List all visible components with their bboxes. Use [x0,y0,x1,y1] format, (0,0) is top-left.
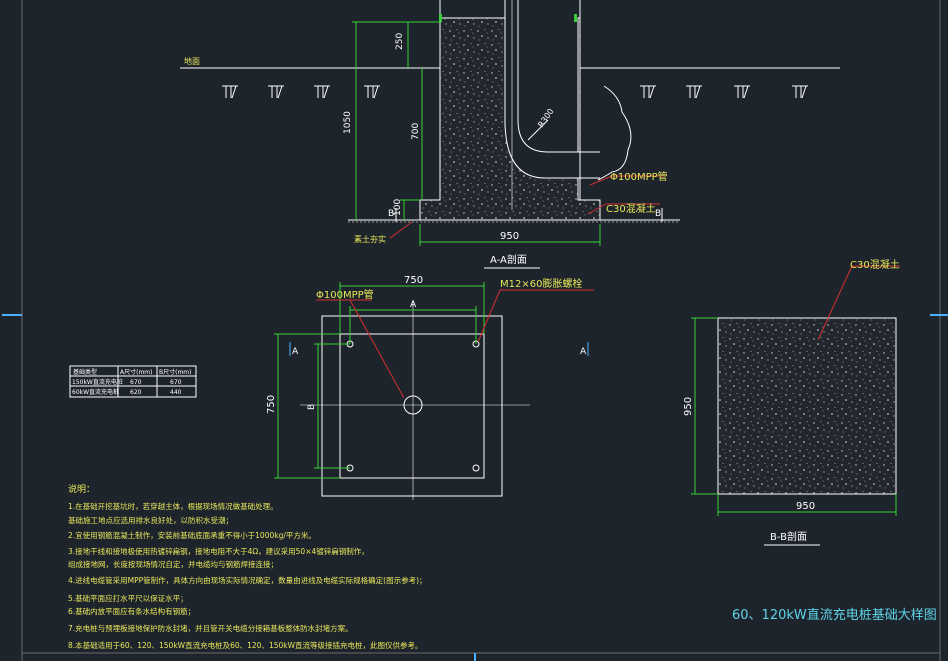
plan-view: 750 A 750 B A A Φ100MPP管 M12×60膨胀螺栓 [266,275,594,500]
section-bb: C30混凝土 950 950 B-B剖面 [683,258,900,546]
note-line: 6.基础内放平面应有条水结构有钢筋； [68,606,195,616]
dim-100: 100 [393,199,403,216]
plan-dim-b: B [307,404,317,410]
note-line: 7.充电桩与预埋板接地保护防水封堵，并且管开关电缆分接箱基板整体防水封堵方案。 [68,623,353,633]
pipe-channel [505,0,600,178]
bolt-hole-icon [472,464,480,472]
table-header: B尺寸(mm) [159,368,192,376]
section-aa: 地面 25 [180,0,840,269]
pipe-label: Φ100MPP管 [610,170,668,183]
table-cell: 670 [130,379,142,386]
table-cell: 620 [130,389,142,396]
section-bb-caption: B-B剖面 [770,530,807,543]
note-line: 基础施工地点应选用排水良好处，以防积水受潮； [68,515,233,525]
plan-dim-a: A [410,300,417,310]
note-line: 组成接地网，长度按现场情况自定，并电缆均与钢筋焊接连接； [68,559,278,569]
section-aa-caption: A-A剖面 [490,253,527,266]
dim-950: 950 [500,231,519,242]
note-line: 8.本基础适用于60、120、150kW直流充电桩及60、120、150kW直流… [68,640,423,650]
concrete-block [717,317,897,495]
plan-pipe-label: Φ100MPP管 [316,288,374,301]
table-cell: 150kW直流充电桩 [72,378,123,386]
size-table: 基础类型 A尺寸(mm) B尺寸(mm) 150kW直流充电桩 670 670 … [69,365,197,398]
table-header: 基础类型 [73,368,97,376]
note-line: 4.进线电缆管采用MPP管制作，具体方向由现场实际情况确定，数量由进线及电缆实际… [68,575,427,585]
bb-dim-950-bottom: 950 [796,501,815,512]
bolt-label: M12×60膨胀螺栓 [500,277,582,290]
section-mark-b-right: B [655,209,661,219]
table-cell: 440 [170,389,182,396]
section-mark-a-left: A [292,347,299,357]
table-cell: 60kW直流充电桩 [72,388,119,396]
table-header: A尺寸(mm) [120,368,152,376]
note-line: 2.宜使用钢筋混凝土制作，安装前基础底面承重不得小于1000kg/平方米。 [68,530,316,540]
plan-dim-750-top: 750 [404,275,423,286]
concrete-label: C30混凝土 [606,202,656,215]
notes-heading: 说明： [68,483,95,495]
dim-700: 700 [411,123,421,140]
notes: 说明： 1.在基础开挖基坑时，若穿越主体，根据现场情况做基础处理。 基础施工地点… [68,483,427,650]
pipe-hole-icon [403,395,423,415]
soil-hatch-icon [222,85,808,99]
section-mark-b-left: B [388,209,394,219]
plan-dim-750-side: 750 [266,395,277,414]
table-cell: 670 [170,379,182,386]
bb-dim-950-side: 950 [683,397,694,416]
compact-soil-label: 素土夯实 [354,234,386,244]
drawing-title: 60、120kW直流充电桩基础大样图 [732,607,937,623]
ground-label: 地面 [184,56,200,66]
radius-label: R300 [536,107,555,129]
note-line: 1.在基础开挖基坑时，若穿越主体，根据现场情况做基础处理。 [68,501,278,511]
bb-concrete-label: C30混凝土 [850,258,900,271]
note-line: 3.接地干线和接地极使用热镀锌扁钢，接地电阻不大于4Ω，建议采用50×4镀锌扁钢… [68,546,369,556]
section-mark-a-right: A [580,347,587,357]
dim-250: 250 [395,33,405,50]
dim-1050: 1050 [343,111,353,134]
note-line: 5.基础平面应打水平尺以保证水平； [68,593,188,603]
